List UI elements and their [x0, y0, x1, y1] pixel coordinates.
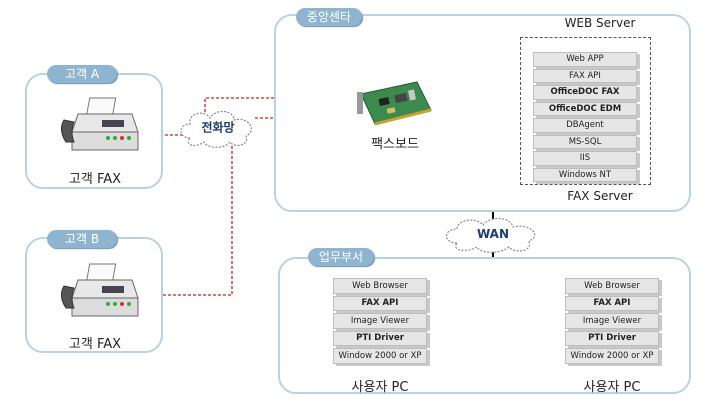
customer-b-caption: 고객 FAX [68, 337, 122, 352]
web-server-title: WEB Server [564, 16, 636, 30]
customer-a-caption: 고객 FAX [68, 172, 122, 187]
server-layer: OfficeDOC EDM [533, 101, 637, 116]
pc-right-layer: Window 2000 or XP [565, 348, 659, 364]
pc-right-layer: Image Viewer [565, 313, 659, 329]
fax-board-icon [357, 78, 435, 132]
cloud-icon [180, 110, 252, 148]
center-tag: 중앙센타 [296, 8, 362, 26]
fax-server-caption: FAX Server [567, 189, 633, 203]
wan-cloud: WAN [441, 213, 545, 255]
pc-right-caption: 사용자 PC [583, 380, 641, 395]
server-layer: FAX API [533, 68, 637, 83]
pc-left-layer: Image Viewer [333, 313, 427, 329]
pc-left-layer: Web Browser [333, 278, 427, 294]
pc-right-layer: FAX API [565, 295, 659, 311]
pc-left-caption: 사용자 PC [351, 380, 409, 395]
fax-machine-icon-b [58, 262, 140, 328]
wan-label: WAN [476, 227, 510, 241]
pc-left-layer: PTI Driver [333, 330, 427, 346]
server-layer: MS-SQL [533, 134, 637, 149]
pc-left-layer: Window 2000 or XP [333, 348, 427, 364]
server-layer: OfficeDOC FAX [533, 85, 637, 100]
pc-right-layer: Web Browser [565, 278, 659, 294]
server-layer: Windows NT [533, 167, 637, 182]
pc-right-layer: PTI Driver [565, 330, 659, 346]
pc-left-layer: FAX API [333, 295, 427, 311]
server-layer: DBAgent [533, 118, 637, 133]
dept-tag: 업무부서 [308, 248, 374, 266]
server-layer: IIS [533, 151, 637, 166]
customer-a-tag: 고객 A [47, 65, 117, 83]
fax-server-box [520, 37, 651, 185]
phone-line-customer-b [163, 138, 233, 296]
customer-b-tag: 고객 B [47, 230, 117, 248]
server-layer: Web APP [533, 52, 637, 67]
phone-network-label: 전화망 [201, 120, 235, 135]
fax-board-label: 팩스보드 [371, 137, 419, 152]
phone-network-cloud: 전화망 [176, 104, 260, 150]
fax-machine-icon-a [58, 96, 140, 162]
cloud-icon [445, 217, 536, 253]
